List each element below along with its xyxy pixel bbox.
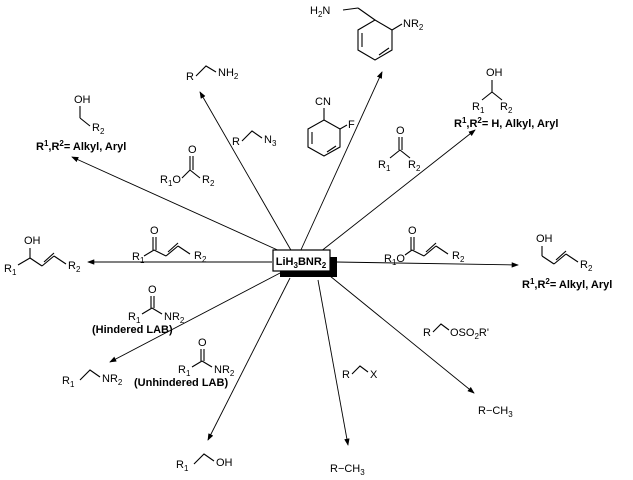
- bottom-alcohol-r1-label: R1: [176, 459, 189, 473]
- right-alkane-label: R−CH3: [478, 405, 513, 419]
- ester-r2-label: R2: [202, 174, 215, 188]
- right-allyl-oh-label: OH: [536, 233, 553, 245]
- enone-r2-label: R2: [194, 250, 207, 264]
- substrate-ester: R1O O R2: [160, 144, 215, 188]
- tert-amine-r1-label: R1: [62, 375, 75, 389]
- ketone-o-label: O: [396, 125, 405, 137]
- substrate-hindered-amide: O R1 NR2 (Hindered LAB): [92, 284, 185, 336]
- enoate-r2-label: R2: [452, 250, 465, 264]
- left-allyl-r1-label: R1: [4, 263, 17, 277]
- enone-r1-label: R1: [132, 251, 145, 265]
- fluoro-label: F: [348, 119, 355, 131]
- product-primary-amine: R NH2: [186, 65, 239, 83]
- arrow-to-aminobenzylamine: [299, 71, 383, 253]
- product-alkane-bottom: R−CH3: [330, 463, 365, 477]
- left-allyl-r2-label: R2: [68, 260, 81, 274]
- hindered-amide-o-label: O: [148, 284, 157, 296]
- unhindered-amide-r1-label: R1: [178, 364, 191, 378]
- sulfonate-oso2r-label: OSO2R': [450, 327, 489, 341]
- unhindered-amide-nr2-label: NR2: [214, 364, 235, 378]
- hindered-lab-note: (Hindered LAB): [92, 324, 173, 336]
- product-allylic-alcohol-left: OH R1 R2: [4, 235, 81, 277]
- ketone-r2-label: R2: [408, 159, 421, 173]
- top-left-substituent-note: R1,R2= Alkyl, Aryl: [36, 139, 126, 153]
- substrate-unhindered-amide: O R1 NR2 (Unhindered LAB): [134, 337, 235, 389]
- substrate-alkyl-halide: R X: [342, 365, 378, 381]
- sec-alcohol-r2-label: R2: [500, 101, 513, 115]
- hindered-amide-r1-label: R1: [128, 311, 141, 325]
- halide-x-label: X: [370, 369, 378, 381]
- substrate-azide: R N3: [232, 130, 277, 148]
- amine-r-label: R: [186, 71, 194, 83]
- left-allyl-oh-label: OH: [24, 235, 41, 247]
- bottom-alkane-label: R−CH3: [330, 463, 365, 477]
- bottom-alcohol-oh-label: OH: [216, 457, 233, 469]
- arrow-to-alkane-bottom: [317, 279, 350, 446]
- sec-alcohol-oh-label: OH: [486, 67, 503, 79]
- enoate-r1o-label: R1O: [384, 253, 405, 267]
- arrow-to-tertiary-amine: [109, 271, 283, 363]
- reaction-arrows: [71, 71, 519, 446]
- sulfonate-r-label: R: [423, 327, 431, 339]
- arrow-to-secondary-alcohol: [319, 129, 476, 253]
- unhindered-lab-note: (Unhindered LAB): [134, 377, 228, 389]
- ketone-r1-label: R1: [378, 159, 391, 173]
- arrow-to-amine: [199, 91, 293, 253]
- tert-amine-nr2-label: NR2: [102, 373, 123, 387]
- nr2-label: NR2: [403, 18, 424, 32]
- arrow-to-alkane-right: [329, 275, 475, 394]
- substrate-ketone: O R1 R2: [378, 125, 421, 173]
- ester-o-label: O: [188, 144, 197, 156]
- sec-alcohol-r1-label: R1: [472, 101, 485, 115]
- ester-r1o-label: R1O: [160, 174, 181, 188]
- hindered-amide-nr2-label: NR2: [164, 311, 185, 325]
- arrow-to-primary-alcohol: [71, 156, 283, 253]
- h2n-label: H2N: [310, 5, 330, 19]
- enone-o-label: O: [150, 225, 159, 237]
- product-tertiary-amine: R1 NR2: [62, 369, 123, 389]
- azide-r-label: R: [232, 136, 240, 148]
- top-right-substituent-note: R1,R2= H, Alkyl, Aryl: [454, 116, 558, 130]
- product-primary-alcohol: OH R2 R1,R2= Alkyl, Aryl: [36, 94, 126, 153]
- halide-r-label: R: [342, 369, 350, 381]
- product-alkane-right: R−CH3: [478, 405, 513, 419]
- product-secondary-alcohol: OH R1 R2 R1,R2= H, Alkyl, Aryl: [454, 67, 558, 130]
- substrate-fluorobenzonitrile: CN F: [307, 96, 355, 157]
- unhindered-amide-o-label: O: [198, 337, 207, 349]
- enoate-o-label: O: [408, 225, 417, 237]
- alcohol-r2-label: R2: [92, 122, 105, 136]
- right-allyl-r2-label: R2: [580, 259, 593, 273]
- product-aminobenzylamine: H2N NR2: [310, 5, 424, 61]
- center-reagent: LiH3BNR2: [272, 249, 337, 277]
- center-reagent-label: LiH3BNR2: [276, 256, 327, 270]
- nitrile-label: CN: [315, 96, 331, 108]
- arrow-to-alcohol-bottom: [207, 277, 291, 441]
- substrate-enoate: O R1O R2: [384, 225, 465, 267]
- amine-nh2-label: NH2: [218, 67, 239, 81]
- azide-n3-label: N3: [264, 134, 277, 148]
- alcohol-oh-label: OH: [74, 94, 91, 106]
- product-allylic-alcohol-right: OH R2 R1,R2= Alkyl, Aryl: [522, 233, 612, 291]
- substrate-sulfonate: R OSO2R': [423, 323, 489, 341]
- product-alcohol-bottom: R1 OH: [176, 453, 233, 473]
- right-substituent-note: R1,R2= Alkyl, Aryl: [522, 277, 612, 291]
- arrow-to-allylic-alcohol-right: [335, 261, 519, 268]
- substrate-enone: O R1 R2: [132, 225, 207, 265]
